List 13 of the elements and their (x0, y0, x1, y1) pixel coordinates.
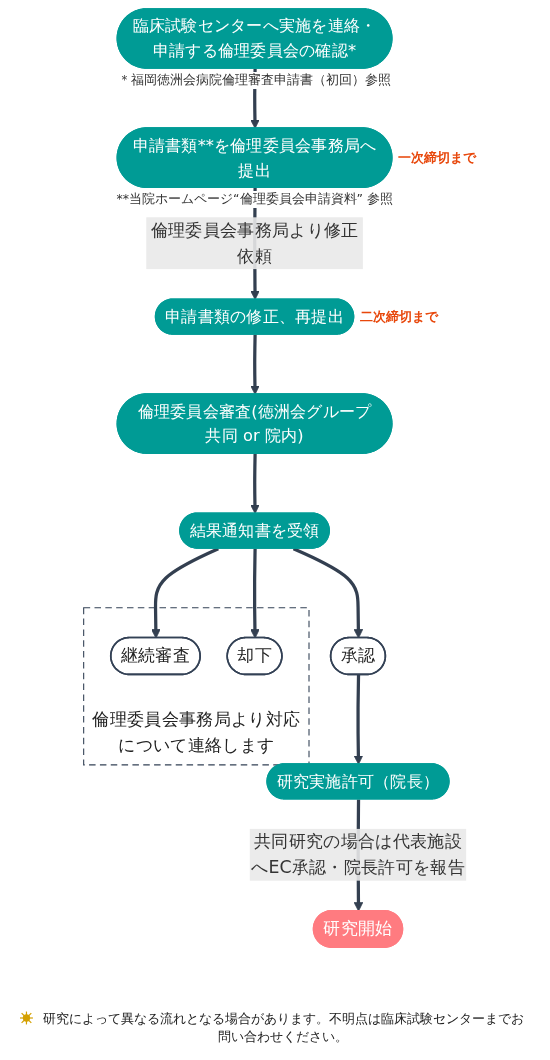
deadline-note: 一次締切まで (398, 148, 476, 167)
edge-label: 倫理委員会事務局より修正依頼 (150, 219, 359, 266)
footnote: **当院ホームページ“倫理委員会申請資料” 参照 (116, 191, 393, 209)
deadline-note: 二次締切まで (359, 307, 438, 326)
footnote: ＊福岡徳洲会病院倫理審査申請書（初回）参照 (118, 72, 392, 90)
arrow (250, 334, 260, 395)
arrow (250, 548, 260, 639)
footnote: 研究によって異なる流れとなる場合があります。不明点は臨床試験センターまでお問い合わせください。 (41, 1010, 525, 1046)
arrow (250, 453, 260, 514)
arrow (151, 547, 219, 639)
arrow (292, 547, 364, 639)
arrow (353, 674, 364, 765)
edge-label: 共同研究の場合は代表施設へEC承認・院長許可を報告 (251, 830, 465, 878)
